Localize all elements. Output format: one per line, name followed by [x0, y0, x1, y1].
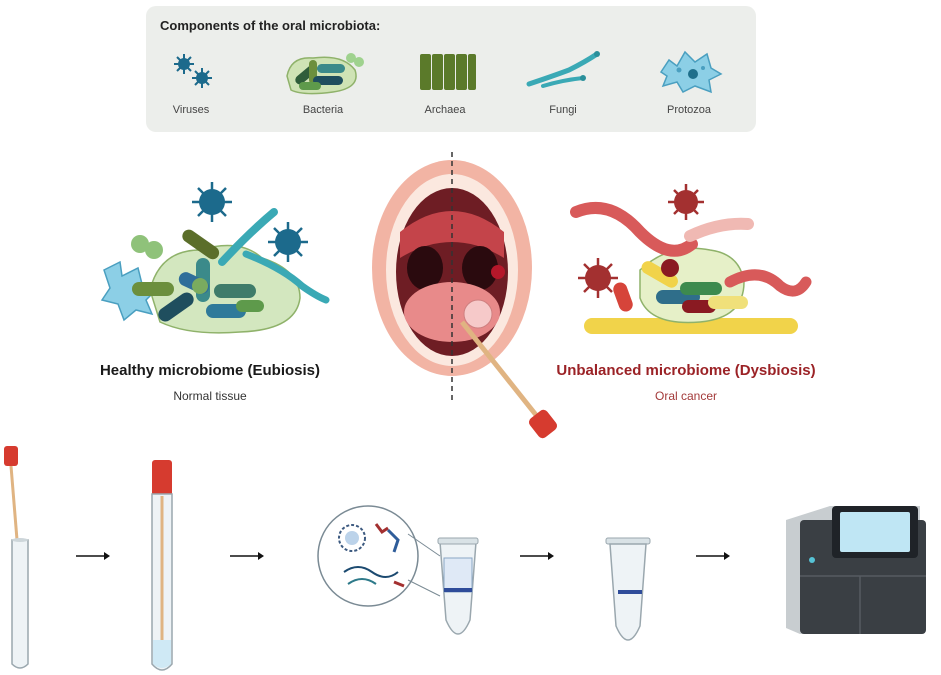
- workflow-arrow-2: [230, 552, 264, 560]
- dysbiosis-microbe-cluster: [570, 184, 812, 334]
- components-title: Components of the oral microbiota:: [160, 18, 381, 33]
- fungi-icon: [526, 51, 600, 88]
- healthy-subtitle: Normal tissue: [173, 389, 247, 403]
- component-viruses: Viruses: [136, 46, 246, 126]
- workflow-arrow-4: [696, 552, 730, 560]
- label-fungi: Fungi: [549, 104, 577, 116]
- components-panel: Components of the oral microbiota: Virus…: [146, 6, 756, 132]
- component-archaea: Archaea: [390, 46, 500, 126]
- workflow-arrow-1: [76, 552, 110, 560]
- label-protozoa: Protozoa: [666, 104, 712, 116]
- step-sequencer: [786, 506, 926, 634]
- healthy-microbe-cluster: [100, 182, 330, 334]
- step-swab-in-tube: [151, 460, 173, 671]
- protozoa-icon: [659, 50, 723, 94]
- step-dna-extraction: [317, 505, 479, 635]
- dysbiosis-subtitle: Oral cancer: [654, 389, 718, 403]
- dysbiosis-caption: Unbalanced microbiome (Dysbiosis) Oral c…: [536, 362, 836, 403]
- step-swab-collection: [4, 446, 29, 669]
- component-fungi: Fungi: [508, 46, 618, 126]
- dysbiosis-title: Unbalanced microbiome (Dysbiosis): [556, 362, 816, 379]
- healthy-caption: Healthy microbiome (Eubiosis) Normal tis…: [80, 362, 340, 403]
- step-purified-tube: [605, 537, 651, 641]
- healthy-title: Healthy microbiome (Eubiosis): [99, 362, 321, 379]
- label-bacteria: Bacteria: [302, 104, 344, 116]
- virus-icon: [174, 54, 212, 88]
- label-viruses: Viruses: [172, 104, 210, 116]
- bacteria-icon: [286, 53, 364, 95]
- archaea-icon: [420, 54, 476, 90]
- component-protozoa: Protozoa: [634, 46, 744, 126]
- component-bacteria: Bacteria: [268, 46, 378, 126]
- label-archaea: Archaea: [424, 104, 466, 116]
- workflow-arrow-3: [520, 552, 554, 560]
